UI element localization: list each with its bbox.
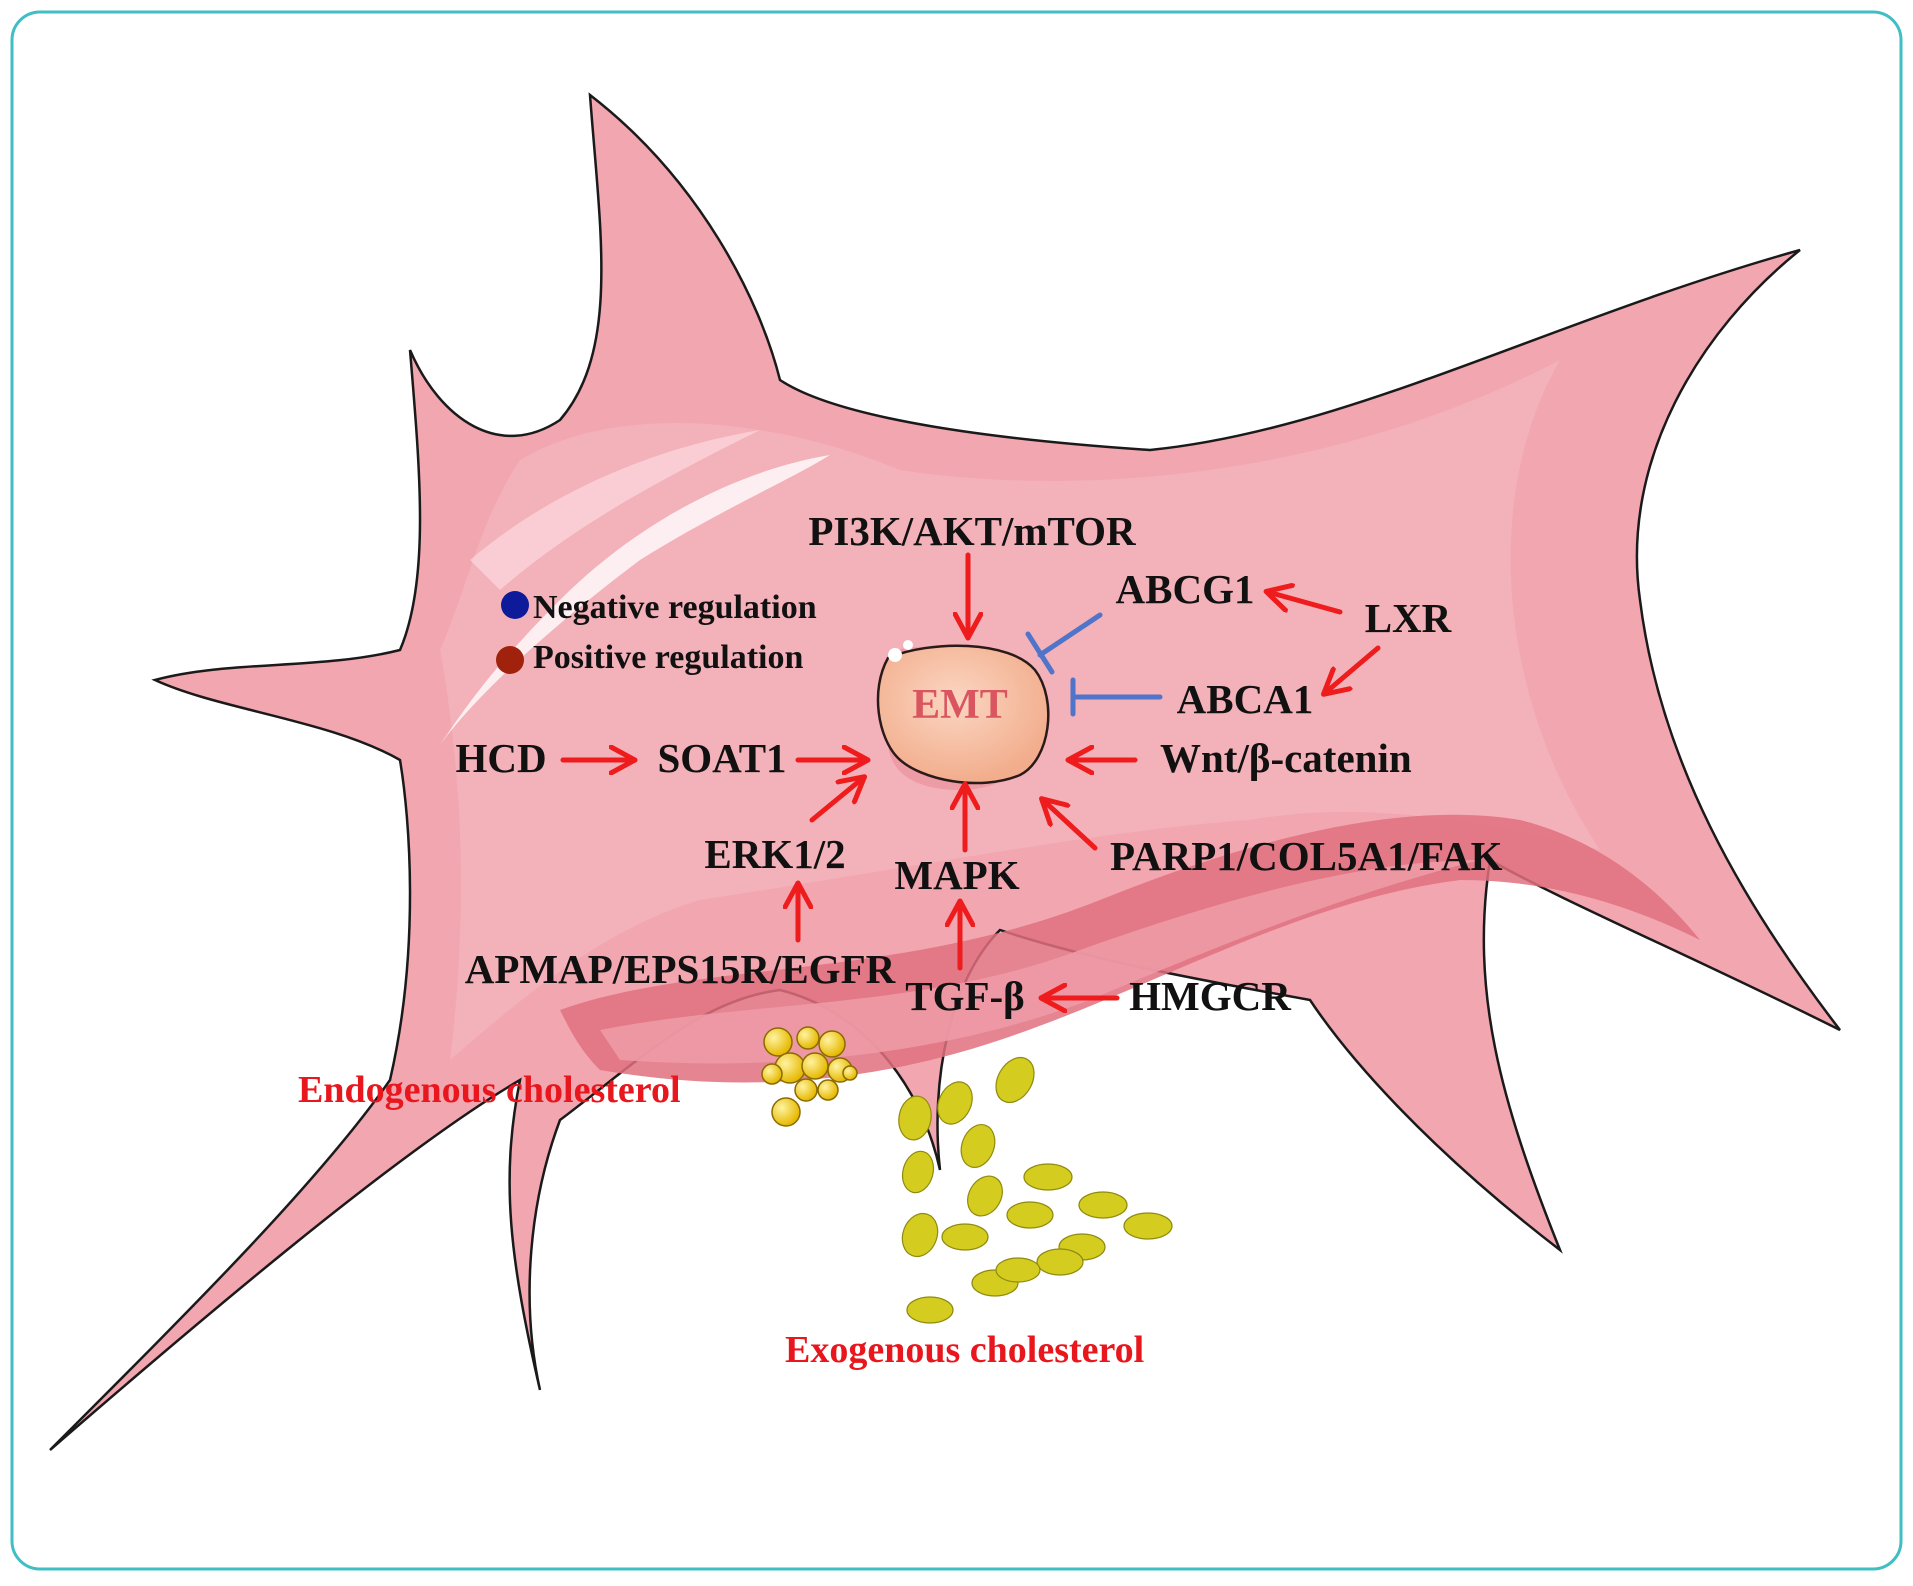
- endogenous-particle: [817, 1079, 839, 1101]
- exogenous-particle: [1023, 1163, 1073, 1191]
- exogenous-particle: [995, 1056, 1035, 1104]
- endogenous-particle: [771, 1097, 801, 1127]
- endogenous-particle: [794, 1078, 818, 1102]
- red-dot-icon: [496, 646, 524, 674]
- exogenous-particle: [901, 1212, 939, 1258]
- arrow-erk-emt: [809, 778, 863, 823]
- endogenous-particles: [761, 1026, 858, 1127]
- endogenous-particle: [801, 1052, 829, 1080]
- endogenous-particle: [763, 1027, 793, 1057]
- arrow-lxr-abcg1: [1268, 592, 1343, 615]
- legend-negative-label: Negative regulation: [533, 589, 817, 626]
- node-apmap: APMAP/EPS15R/EGFR: [465, 946, 896, 992]
- legend: Negative regulation Positive regulation: [496, 589, 817, 676]
- exogenous-particle: [967, 1175, 1003, 1217]
- blue-dot-icon: [501, 591, 529, 619]
- exogenous-particle: [960, 1124, 996, 1168]
- exogenous-particle: [1036, 1248, 1084, 1276]
- node-lxr: LXR: [1365, 595, 1452, 641]
- nucleus-gloss-2: [903, 640, 913, 650]
- node-soat1: SOAT1: [657, 735, 786, 781]
- exogenous-cholesterol-label: Exogenous cholesterol: [785, 1329, 1144, 1371]
- node-erk: ERK1/2: [704, 831, 845, 877]
- nucleus-body: [876, 644, 1050, 785]
- exogenous-particle: [941, 1223, 989, 1251]
- endogenous-particle: [796, 1026, 820, 1050]
- node-mapk: MAPK: [894, 852, 1019, 898]
- emt-label: EMT: [912, 682, 1008, 728]
- inhibit-abcg1-emt: [1037, 612, 1103, 658]
- exogenous-particle: [1006, 1201, 1054, 1229]
- node-wnt: Wnt/β-catenin: [1160, 735, 1412, 781]
- node-abca1: ABCA1: [1177, 676, 1314, 722]
- exogenous-particles: [898, 1056, 1173, 1324]
- inhibit-abcg1-emt-bar: [1025, 631, 1055, 675]
- endogenous-particle: [818, 1030, 846, 1058]
- node-parp1: PARP1/COL5A1/FAK: [1110, 833, 1503, 879]
- exogenous-particle: [906, 1296, 954, 1324]
- exogenous-particle: [1123, 1212, 1173, 1240]
- node-abcg1: ABCG1: [1116, 566, 1255, 612]
- exogenous-particle: [1078, 1191, 1128, 1219]
- exogenous-particle: [901, 1150, 935, 1194]
- activation-arrows: [560, 552, 1381, 998]
- node-hcd: HCD: [455, 735, 546, 781]
- endogenous-particle: [761, 1063, 783, 1085]
- arrow-parp1-emt: [1043, 800, 1098, 851]
- arrow-lxr-abca1: [1325, 645, 1381, 693]
- exogenous-particle: [898, 1095, 932, 1141]
- exogenous-particle: [937, 1081, 973, 1125]
- node-pi3k: PI3K/AKT/mTOR: [808, 508, 1136, 554]
- exogenous-particle: [995, 1257, 1041, 1283]
- cell-band-light: [600, 860, 1480, 1064]
- nucleus-gloss-1: [888, 648, 902, 662]
- emt-nucleus: EMT: [876, 640, 1050, 790]
- endogenous-cholesterol-label: Endogenous cholesterol: [298, 1069, 681, 1111]
- endogenous-particle: [842, 1065, 858, 1081]
- inhibition-lines: [1025, 612, 1163, 717]
- node-tgf: TGF-β: [905, 973, 1025, 1019]
- cell-highlight-edge: [470, 430, 760, 590]
- node-hmgcr: HMGCR: [1129, 973, 1291, 1019]
- legend-positive-label: Positive regulation: [533, 639, 803, 676]
